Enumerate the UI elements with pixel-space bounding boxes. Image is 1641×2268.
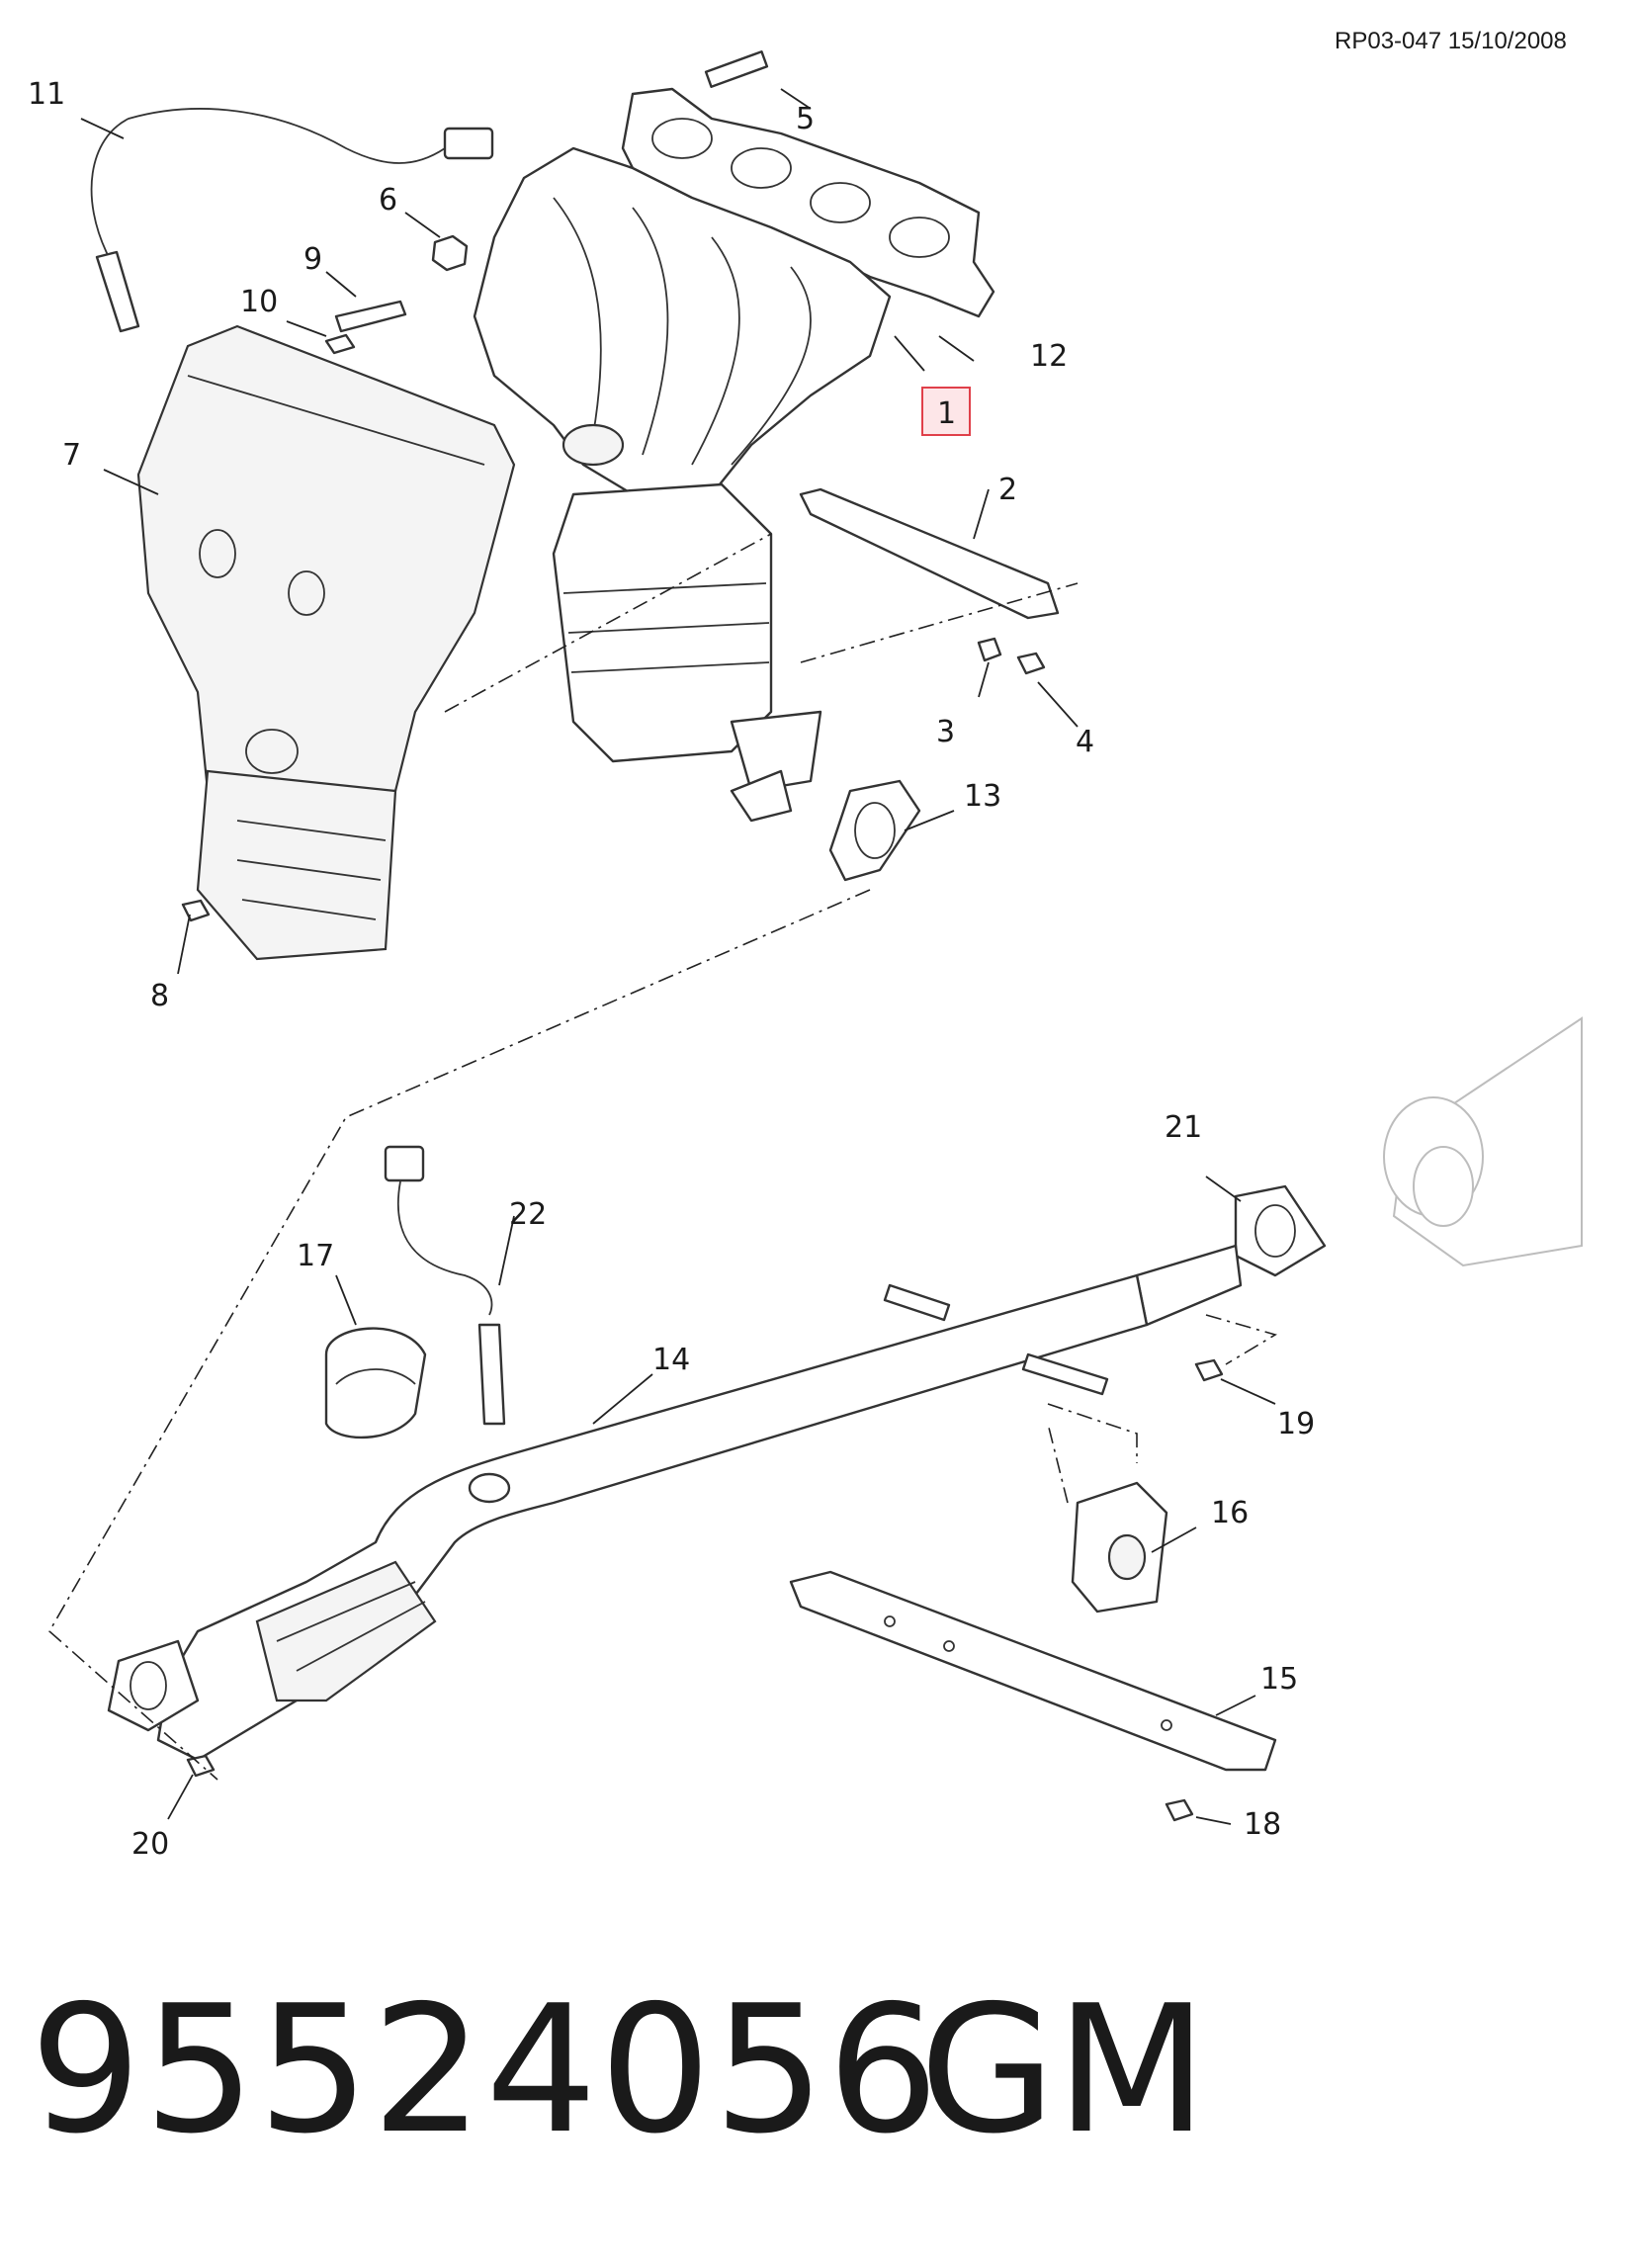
- callout-22[interactable]: 22: [509, 1197, 547, 1232]
- lower-oxygen-sensor: [384, 1145, 506, 1426]
- part-number: 95524056: [30, 1967, 941, 2172]
- upper-heat-shield: [136, 324, 516, 961]
- assembly-lines: [47, 533, 1277, 1781]
- rear-flange-gasket: [1234, 1184, 1327, 1277]
- manifold-stud: [704, 50, 769, 88]
- converter-support-bracket: [799, 487, 1060, 620]
- rubber-mount: [1071, 1481, 1168, 1614]
- callout-11[interactable]: 11: [28, 77, 65, 112]
- manifold-nut: [431, 234, 469, 272]
- brand-name: GM: [919, 1967, 1208, 2172]
- callout-labels: 1 2 3 4 5 6 7 8 9 10 11 12 13 14 15 16 1…: [28, 77, 1315, 1862]
- diagram-reference: RP03-047 15/10/2008: [1335, 28, 1567, 54]
- callout-18[interactable]: 18: [1244, 1807, 1281, 1842]
- upper-oxygen-sensor: [90, 108, 494, 333]
- leader-lines: [80, 88, 1276, 1825]
- callout-9[interactable]: 9: [303, 242, 322, 277]
- callout-16[interactable]: 16: [1211, 1496, 1249, 1530]
- callout-15[interactable]: 15: [1260, 1662, 1298, 1697]
- callout-1[interactable]: 1: [937, 396, 956, 431]
- front-exhaust-pipe: [107, 1244, 1243, 1762]
- callout-21[interactable]: 21: [1165, 1110, 1202, 1145]
- rear-muffler-outline: [1383, 1016, 1583, 1267]
- callout-3[interactable]: 3: [936, 715, 955, 749]
- shield-bracket: [324, 300, 407, 355]
- callout-5[interactable]: 5: [796, 102, 815, 136]
- crossmember: [789, 1570, 1277, 1772]
- callout-14[interactable]: 14: [652, 1343, 690, 1377]
- callout-2[interactable]: 2: [998, 473, 1017, 507]
- shield-bolt: [181, 899, 211, 922]
- pipe-hanger-rods: [883, 1283, 1109, 1396]
- lower-fasteners: [186, 1358, 1224, 1822]
- callout-20[interactable]: 20: [131, 1827, 169, 1862]
- bracket-bolts: [977, 637, 1046, 675]
- callout-7[interactable]: 7: [62, 438, 81, 473]
- callout-4[interactable]: 4: [1076, 725, 1094, 759]
- callout-12[interactable]: 12: [1030, 339, 1068, 374]
- callout-13[interactable]: 13: [964, 779, 1001, 814]
- callout-6[interactable]: 6: [379, 183, 397, 218]
- callout-8[interactable]: 8: [150, 979, 169, 1013]
- callout-10[interactable]: 10: [240, 285, 278, 319]
- part-1-highlight: [921, 387, 971, 436]
- exhaust-manifold-converter: [473, 146, 892, 823]
- pipe-clamp: [324, 1327, 427, 1439]
- callout-17[interactable]: 17: [297, 1239, 334, 1273]
- converter-flange-gasket: [828, 779, 921, 882]
- callout-19[interactable]: 19: [1277, 1407, 1315, 1441]
